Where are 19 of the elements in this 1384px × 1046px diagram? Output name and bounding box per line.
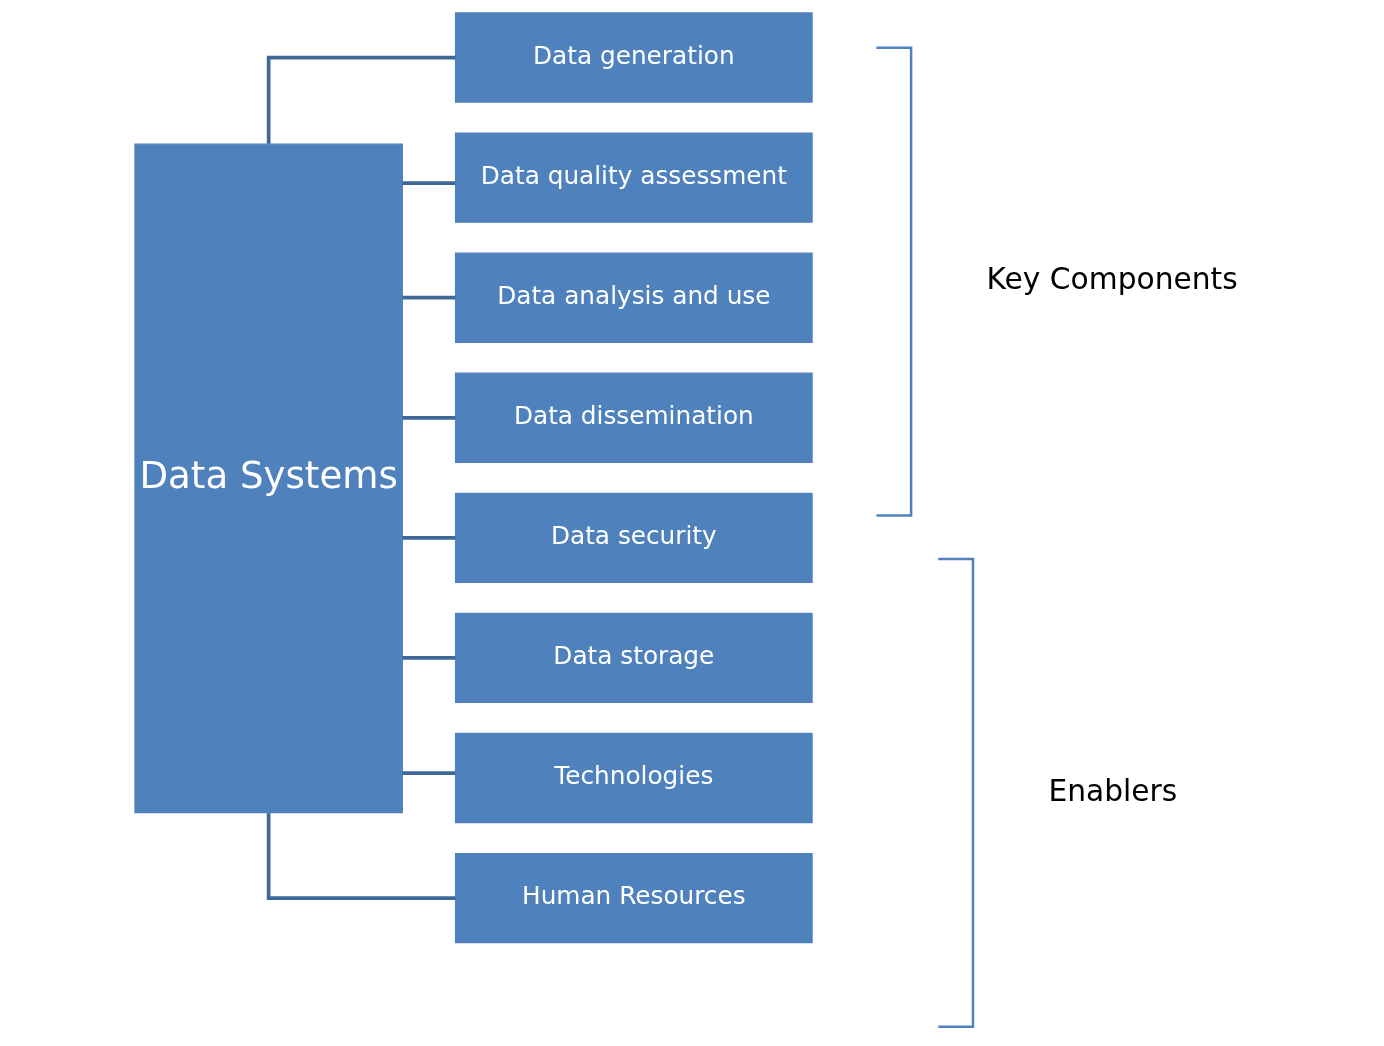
- node-box: Data generation: [454, 12, 813, 103]
- node-box: Data Systems: [134, 143, 403, 814]
- node-box: Human Resources: [454, 852, 813, 944]
- connector: [266, 813, 456, 900]
- connector: [402, 771, 456, 775]
- connector: [266, 55, 456, 144]
- node-box: Data quality assessment: [454, 132, 813, 223]
- node-box: Technologies: [454, 732, 813, 824]
- label: Enablers: [1048, 772, 1178, 808]
- connector: [402, 656, 456, 660]
- connector: [402, 536, 456, 540]
- node-box: Data dissemination: [454, 372, 813, 463]
- connector: [402, 181, 456, 186]
- connector: [402, 415, 456, 420]
- node-box: Data analysis and use: [454, 252, 813, 343]
- node-box: Data storage: [454, 612, 813, 704]
- node-box: Data security: [454, 492, 813, 584]
- connector: [402, 295, 456, 300]
- label: Key Components: [986, 261, 1238, 297]
